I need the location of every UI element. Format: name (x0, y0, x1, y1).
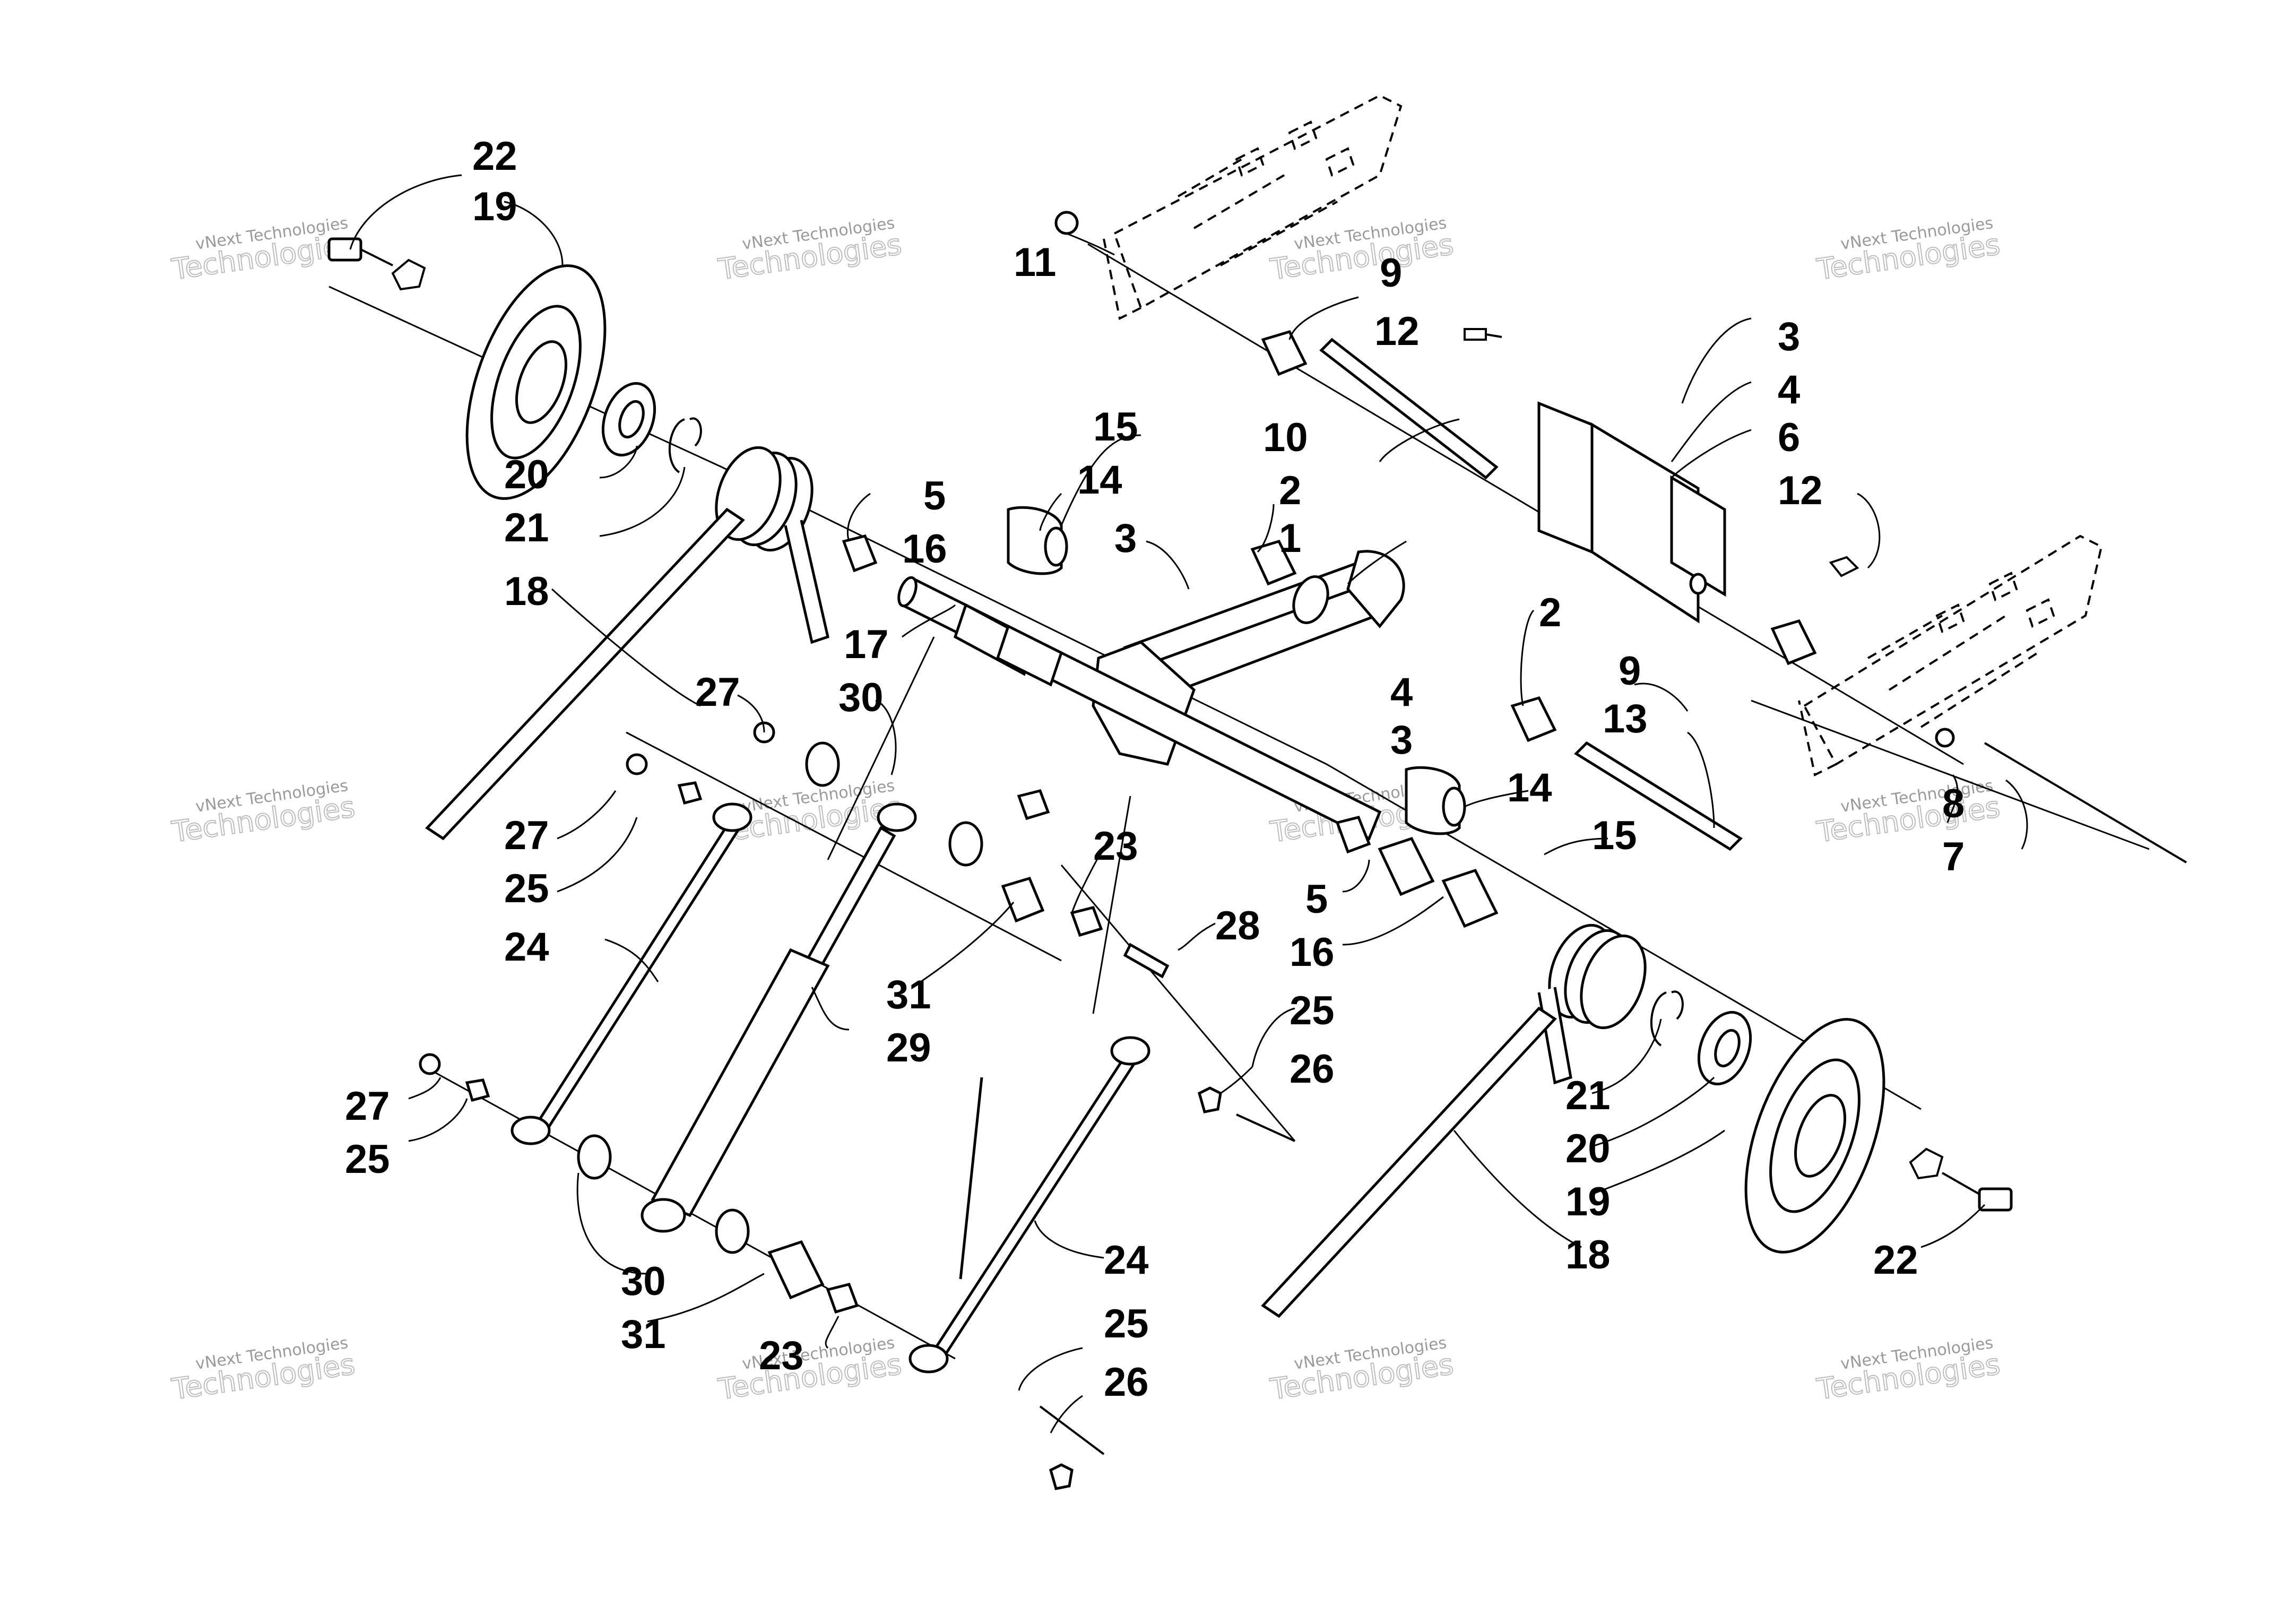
fasteners (419, 211, 2187, 1490)
callout-label: 3 (1778, 314, 1800, 359)
callout-label: 25 (504, 866, 549, 911)
callout-label: 23 (1093, 824, 1138, 869)
callout-label: 29 (886, 1025, 931, 1070)
torsion-spring-right (1261, 923, 1647, 1318)
link-rod-left (510, 802, 752, 1145)
callout-label: 5 (923, 473, 946, 519)
callout-label: 9 (1380, 250, 1402, 296)
snap-ring-left (668, 417, 702, 473)
callout-label: 21 (504, 505, 549, 550)
upper-shaft-10 (1319, 338, 1499, 480)
idler-wheel-right (1744, 1018, 1885, 1254)
leader-lines (349, 174, 2028, 1433)
callout-label: 27 (695, 670, 740, 715)
callout-label: 8 (1942, 781, 1965, 826)
callout-label: 12 (1778, 468, 1823, 513)
wheel-bolt-right (1909, 1147, 2013, 1212)
callout-label: 26 (1290, 1047, 1335, 1092)
torsion-spring-left (425, 446, 829, 841)
cross-shaft (897, 576, 1382, 841)
callout-label: 7 (1942, 834, 1965, 879)
callout-label: 12 (1374, 309, 1420, 354)
callout-label: 18 (1565, 1232, 1611, 1277)
bumper-left (1007, 506, 1068, 575)
mount-bracket (1537, 401, 1726, 624)
callout-label: 13 (1603, 696, 1648, 741)
callout-label: 27 (345, 1084, 390, 1129)
shock-absorber (641, 802, 917, 1233)
bumper-right (1405, 766, 1466, 835)
callout-label: 19 (1565, 1179, 1611, 1224)
bearing-right (1697, 1010, 1752, 1086)
callout-label: 4 (1390, 670, 1413, 715)
callout-label: 27 (504, 813, 549, 858)
callout-label: 20 (504, 452, 549, 497)
callout-label: 3 (1114, 516, 1137, 561)
callout-label: 11 (1014, 240, 1056, 285)
callout-label: 9 (1619, 649, 1641, 694)
bushings (842, 330, 1817, 937)
callout-label: 16 (1290, 930, 1335, 975)
callout-label: 24 (504, 925, 549, 970)
frame-rail-lower (1798, 534, 2103, 776)
callout-label: 31 (886, 972, 931, 1017)
callout-label: 6 (1778, 415, 1800, 460)
callout-label: 3 (1390, 718, 1413, 763)
callout-label: 25 (345, 1137, 390, 1182)
idler-wheel-left (465, 264, 607, 500)
callout-label: 17 (844, 622, 889, 667)
callout-label: 22 (472, 134, 517, 179)
callout-label: 16 (902, 526, 947, 572)
spacers (577, 741, 983, 1314)
callout-label: 20 (1565, 1126, 1611, 1171)
callout-label: 23 (759, 1333, 804, 1378)
callout-label: 30 (838, 675, 884, 720)
callout-numbers: 22 19 11 9 12 3 4 6 12 20 21 15 14 5 16 … (345, 134, 1965, 1405)
callout-label: 18 (504, 569, 549, 614)
callout-label: 24 (1104, 1238, 1149, 1283)
callout-label: 10 (1263, 415, 1308, 460)
front-arm (1092, 550, 1405, 766)
callout-label: 25 (1290, 988, 1335, 1033)
bearing-left (601, 382, 656, 457)
callout-label: 21 (1565, 1073, 1611, 1118)
upper-shaft-13 (1574, 741, 1743, 851)
callout-label: 14 (1077, 457, 1122, 503)
snap-ring-right (1650, 990, 1684, 1047)
callout-label: 19 (472, 184, 517, 229)
link-rod-right (908, 1036, 1150, 1374)
callout-label: 4 (1778, 367, 1800, 412)
callout-label: 26 (1104, 1360, 1149, 1405)
callout-label: 28 (1215, 903, 1260, 948)
frame-rail-upper (1103, 94, 1403, 320)
callout-label: 14 (1507, 765, 1552, 810)
callout-label: 25 (1104, 1301, 1149, 1346)
callout-label: 5 (1305, 877, 1328, 922)
callout-label: 15 (1592, 813, 1637, 858)
callout-label: 22 (1873, 1238, 1918, 1283)
callout-label: 2 (1279, 468, 1301, 513)
wheel-bolt-left (327, 237, 426, 291)
callout-label: 31 (621, 1312, 666, 1357)
callout-label: 15 (1093, 404, 1138, 450)
callout-label: 2 (1539, 590, 1561, 635)
callout-label: 1 (1279, 516, 1301, 561)
callout-label: 30 (621, 1259, 666, 1304)
